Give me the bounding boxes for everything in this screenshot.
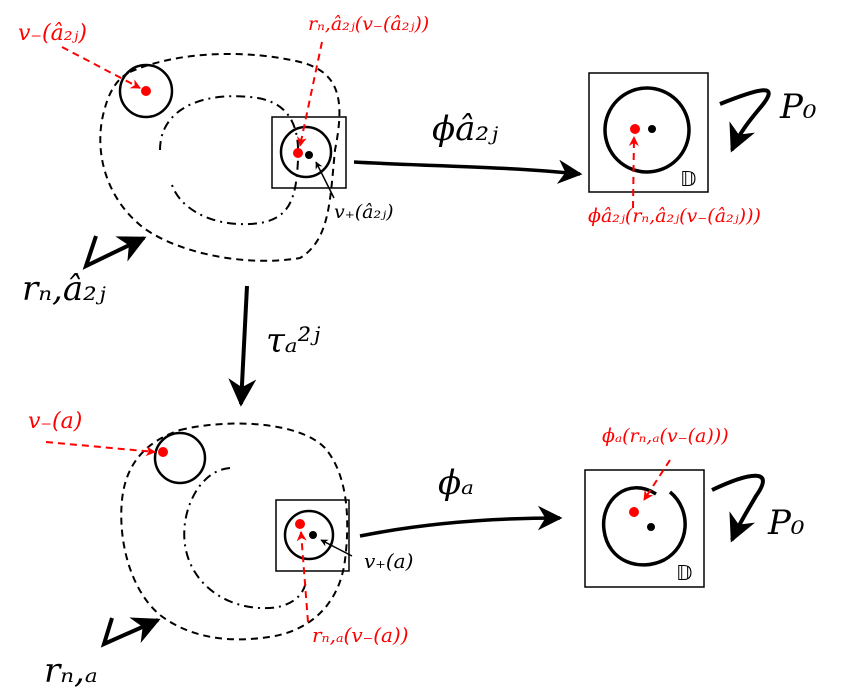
top-disk-red-point	[630, 124, 640, 134]
middle-transition: τₐ²ʲ	[228, 285, 320, 407]
top-v-minus-label: v₋(â₂ⱼ)	[18, 21, 87, 46]
top-disk-center-point	[648, 125, 656, 133]
bottom-disk-center-point	[647, 523, 655, 531]
top-v-minus-pointer-arrow	[61, 46, 141, 89]
tau-label: τₐ²ʲ	[266, 321, 320, 361]
bottom-disk-label: 𝔻	[676, 561, 692, 585]
bottom-phi-label: ϕₐ	[438, 463, 474, 503]
bottom-outer-dashed-curve	[120, 422, 349, 641]
bottom-v-plus-point	[309, 531, 317, 539]
bottom-panel: v₋(a) rₙ,ₐ(v₋(a)) v₊(a) rₙ,ₐ ϕₐ ϕₐ(rₙ,ₐ(…	[28, 409, 805, 691]
top-panel: v₋(â₂ⱼ) rₙ,â₂ⱼ(v₋(â₂ⱼ)) v₊(â₂ⱼ) rₙ,â₂ⱼ ϕ…	[18, 13, 817, 309]
top-v-plus-point	[305, 151, 313, 159]
top-outer-dashed-curve	[99, 52, 341, 262]
top-r-of-v-minus-label: rₙ,â₂ⱼ(v₋(â₂ⱼ))	[308, 13, 429, 35]
bottom-p0-label: P₀	[767, 503, 805, 543]
bottom-p0-curved-arrow	[711, 473, 765, 543]
top-v-plus-pointer-arrow	[315, 161, 335, 199]
bottom-v-minus-pointer-arrow	[45, 441, 156, 457]
top-v-plus-label: v₊(â₂ⱼ)	[334, 201, 394, 223]
top-r-image-point	[293, 148, 303, 158]
top-r-map-label: rₙ,â₂ⱼ	[22, 269, 106, 309]
bottom-disk-circle	[601, 486, 687, 567]
top-disk-square	[588, 72, 709, 193]
tau-down-arrow	[228, 285, 257, 407]
bottom-phi-arrow	[359, 505, 563, 538]
top-phi-arrow	[353, 159, 583, 184]
bottom-r-map-hook-arrow	[100, 617, 161, 648]
top-v-minus-point	[141, 86, 151, 96]
bottom-inner-dashdot-curve	[183, 467, 307, 610]
top-small-circle	[118, 63, 174, 119]
bottom-r-pointer-arrow	[296, 531, 309, 623]
bottom-disk-pointer-arrow	[643, 459, 671, 501]
top-p0-curved-arrow	[719, 88, 771, 153]
bottom-phi-image-label: ϕₐ(rₙ,ₐ(v₋(a)))	[602, 425, 729, 447]
bottom-disk-square	[584, 469, 705, 588]
bottom-small-square	[275, 499, 350, 572]
bottom-v-plus-label: v₊(a)	[364, 549, 413, 573]
top-small-square	[271, 116, 347, 189]
bottom-v-minus-label: v₋(a)	[28, 409, 82, 434]
top-disk-label: 𝔻	[680, 167, 696, 191]
bottom-r-image-point	[295, 519, 305, 529]
bottom-small-circle	[153, 431, 207, 485]
top-inner-circle	[279, 125, 333, 179]
bottom-r-map-label: rₙ,ₐ	[44, 651, 98, 691]
top-phi-label: ϕâ₂ⱼ	[432, 109, 498, 149]
bottom-disk-red-point	[629, 507, 639, 517]
top-disk-pointer-arrow	[628, 136, 639, 209]
top-disk-circle	[603, 86, 691, 174]
bottom-r-of-v-minus-label: rₙ,ₐ(v₋(a))	[312, 623, 409, 647]
top-p0-label: P₀	[779, 87, 817, 127]
top-r-map-hook-arrow	[82, 235, 147, 270]
bottom-v-plus-pointer-arrow	[320, 539, 353, 557]
top-phi-image-label: ϕâ₂ⱼ(rₙ,â₂ⱼ(v₋(â₂ⱼ)))	[588, 205, 761, 227]
top-inner-dashdot-curve	[159, 95, 300, 226]
bottom-v-minus-point	[158, 447, 168, 457]
top-r-pointer-arrow	[296, 41, 323, 147]
bottom-inner-circle	[283, 509, 335, 561]
